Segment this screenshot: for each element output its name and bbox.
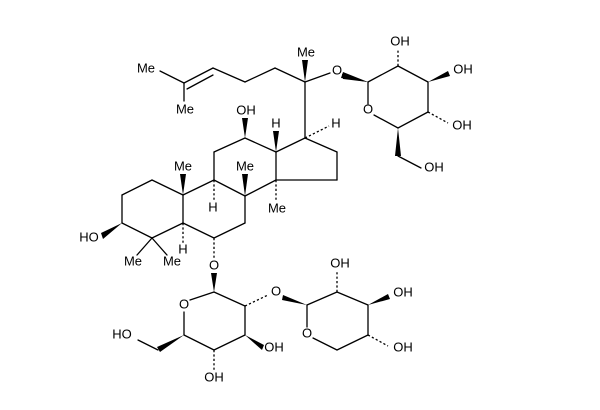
label-o: O: [209, 257, 219, 272]
label-h: H: [178, 241, 187, 256]
label-ho: HO: [112, 326, 132, 341]
label-me: Me: [124, 253, 142, 268]
label-oh: OH: [330, 255, 350, 270]
label-me: Me: [137, 60, 155, 75]
label-oh: OH: [390, 33, 410, 48]
label-ring-o: O: [363, 101, 373, 116]
label-me: Me: [163, 253, 181, 268]
label-oh: OH: [264, 339, 284, 354]
side-chain: [159, 60, 331, 139]
label-ring-o: O: [302, 325, 312, 340]
sugar-glucose-bottom: [137, 273, 269, 370]
label-ring-o: O: [179, 296, 189, 311]
label-h: H: [208, 199, 217, 214]
label-me: Me: [268, 200, 286, 215]
label-oh: OH: [452, 117, 472, 132]
label-o: O: [332, 62, 342, 77]
label-oh: OH: [453, 61, 473, 76]
label-h: H: [331, 115, 340, 130]
label-oh: OH: [424, 159, 444, 174]
label-oh: OH: [393, 339, 413, 354]
label-oh: OH: [204, 369, 224, 384]
sugar-glucose-top: [341, 49, 450, 169]
label-ho: HO: [79, 229, 99, 244]
label-me: Me: [236, 158, 254, 173]
label-oh: OH: [393, 284, 413, 299]
label-oh: OH: [236, 102, 256, 117]
steroid-core: [101, 118, 338, 258]
label-me: Me: [176, 101, 194, 116]
label-h: H: [271, 115, 280, 130]
label-me: Me: [297, 44, 315, 59]
sugar-xylose: [282, 272, 390, 351]
label-me: Me: [174, 158, 192, 173]
label-o: O: [271, 283, 281, 298]
